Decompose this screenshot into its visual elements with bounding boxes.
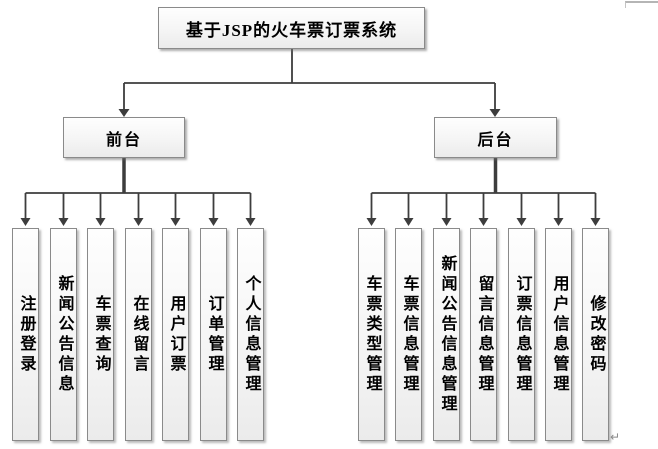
leaf-label: 订单管理 — [205, 294, 223, 375]
leaf-node-message-info-management: 留言信息管理 — [470, 228, 497, 441]
leaf-node-register-login: 注册登录 — [12, 228, 39, 441]
leaf-label: 个人信息管理 — [242, 274, 260, 395]
leaf-label: 注册登录 — [17, 294, 35, 375]
cropped-corner-artifact — [625, 1, 658, 8]
leaf-label: 订票信息管理 — [513, 274, 531, 395]
leaf-node-ticket-type-management: 车票类型管理 — [358, 228, 385, 441]
leaf-node-booking-info-management: 订票信息管理 — [508, 228, 535, 441]
leaf-label: 车票信息管理 — [400, 274, 418, 395]
leaf-node-order-management: 订单管理 — [200, 228, 227, 441]
arrowhead-icons — [20, 109, 601, 226]
leaf-label: 车票查询 — [92, 294, 110, 375]
leaf-node-personal-info-management: 个人信息管理 — [237, 228, 264, 441]
leaf-label: 新闻公告信息 — [55, 274, 73, 395]
leaf-node-ticket-search: 车票查询 — [87, 228, 114, 441]
root-node-system-title: 基于JSP的火车票订票系统 — [158, 7, 425, 49]
leaf-node-user-info-management: 用户信息管理 — [545, 228, 572, 441]
leaf-node-news-announcement-info-management: 新闻公告信息管理 — [433, 228, 460, 441]
leaf-label: 修改密码 — [587, 294, 605, 375]
leaf-node-ticket-info-management: 车票信息管理 — [395, 228, 422, 441]
leaf-label: 用户订票 — [167, 294, 185, 375]
leaf-label: 车票类型管理 — [363, 274, 381, 395]
leaf-label: 用户信息管理 — [550, 274, 568, 395]
leaf-node-user-booking: 用户订票 — [162, 228, 189, 441]
leaf-node-change-password: 修改密码 — [582, 228, 609, 441]
leaf-node-news-announcement-info: 新闻公告信息 — [50, 228, 77, 441]
paragraph-return-mark: ↵ — [610, 430, 621, 444]
frontend-node: 前台 — [63, 117, 185, 158]
leaf-label: 在线留言 — [130, 294, 148, 375]
backend-node: 后台 — [434, 117, 557, 158]
leaf-node-online-message: 在线留言 — [125, 228, 152, 441]
leaf-label: 留言信息管理 — [475, 274, 493, 395]
leaf-label: 新闻公告信息管理 — [438, 254, 456, 415]
